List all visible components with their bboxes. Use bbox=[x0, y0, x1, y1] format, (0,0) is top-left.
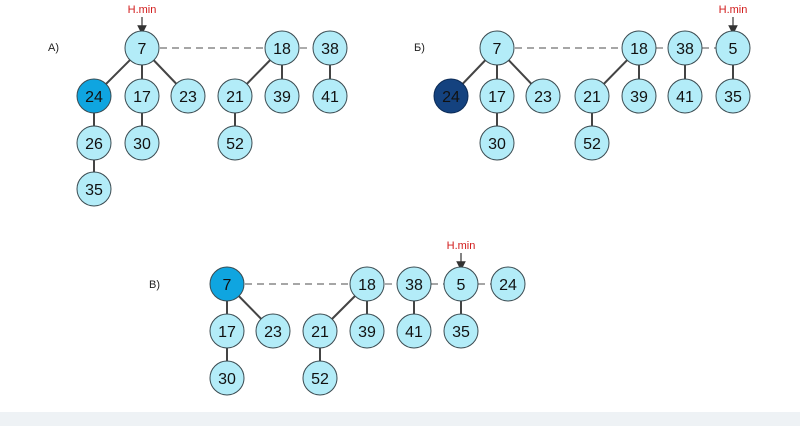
node-52: 52 bbox=[574, 125, 610, 161]
node-35: 35 bbox=[76, 171, 112, 207]
svg-text:18: 18 bbox=[358, 277, 376, 294]
svg-text:24: 24 bbox=[85, 89, 103, 106]
node-41: 41 bbox=[312, 78, 348, 114]
node-52: 52 bbox=[302, 360, 338, 396]
svg-text:21: 21 bbox=[311, 324, 329, 341]
node-17: 17 bbox=[124, 78, 160, 114]
svg-text:39: 39 bbox=[630, 89, 648, 106]
node-23: 23 bbox=[170, 78, 206, 114]
panel-a: А) H.min 7 18 38 bbox=[48, 4, 348, 207]
svg-text:39: 39 bbox=[358, 324, 376, 341]
node-35: 35 bbox=[715, 78, 751, 114]
panel-a-nodes: 7 18 38 24 17 23 21 39 41 26 30 52 35 bbox=[76, 30, 348, 207]
node-30: 30 bbox=[209, 360, 245, 396]
node-35: 35 bbox=[443, 313, 479, 349]
panel-b-nodes: 7 18 38 5 24 17 23 21 39 41 35 30 52 bbox=[433, 30, 751, 161]
node-21: 21 bbox=[574, 78, 610, 114]
node-7: 7 bbox=[124, 30, 160, 66]
node-7: 7 bbox=[479, 30, 515, 66]
svg-text:30: 30 bbox=[488, 136, 506, 153]
node-38: 38 bbox=[396, 266, 432, 302]
panel-b-label: Б) bbox=[414, 42, 425, 54]
node-5: 5 bbox=[715, 30, 751, 66]
svg-text:5: 5 bbox=[457, 277, 466, 294]
node-39: 39 bbox=[349, 313, 385, 349]
panel-b-hmin-label: H.min bbox=[719, 4, 748, 16]
node-39: 39 bbox=[621, 78, 657, 114]
svg-text:17: 17 bbox=[218, 324, 236, 341]
node-38: 38 bbox=[667, 30, 703, 66]
svg-text:35: 35 bbox=[452, 324, 470, 341]
svg-text:18: 18 bbox=[630, 41, 648, 58]
svg-text:23: 23 bbox=[264, 324, 282, 341]
node-24: 24 bbox=[433, 78, 469, 114]
node-41: 41 bbox=[667, 78, 703, 114]
node-26: 26 bbox=[76, 125, 112, 161]
svg-text:39: 39 bbox=[273, 89, 291, 106]
svg-text:52: 52 bbox=[583, 136, 601, 153]
svg-text:38: 38 bbox=[321, 41, 339, 58]
node-17: 17 bbox=[209, 313, 245, 349]
svg-text:7: 7 bbox=[223, 277, 232, 294]
svg-text:41: 41 bbox=[321, 89, 339, 106]
node-17: 17 bbox=[479, 78, 515, 114]
node-21: 21 bbox=[217, 78, 253, 114]
fibonacci-heap-diagram: А) H.min 7 18 38 bbox=[48, 4, 751, 396]
svg-text:24: 24 bbox=[499, 277, 517, 294]
svg-text:18: 18 bbox=[273, 41, 291, 58]
panel-a-label: А) bbox=[48, 42, 59, 54]
svg-text:23: 23 bbox=[179, 89, 197, 106]
svg-text:21: 21 bbox=[583, 89, 601, 106]
svg-text:52: 52 bbox=[226, 136, 244, 153]
svg-text:38: 38 bbox=[676, 41, 694, 58]
node-5: 5 bbox=[443, 266, 479, 302]
svg-text:38: 38 bbox=[405, 277, 423, 294]
svg-text:17: 17 bbox=[133, 89, 151, 106]
svg-text:21: 21 bbox=[226, 89, 244, 106]
bottom-strip bbox=[0, 412, 800, 426]
svg-text:35: 35 bbox=[85, 182, 103, 199]
svg-text:26: 26 bbox=[85, 136, 103, 153]
node-24: 24 bbox=[490, 266, 526, 302]
panel-c: В) H.min 7 18 38 bbox=[149, 240, 526, 396]
node-39: 39 bbox=[264, 78, 300, 114]
panel-c-nodes: 7 18 38 5 24 17 23 21 39 41 35 30 52 bbox=[209, 266, 526, 396]
svg-text:52: 52 bbox=[311, 371, 329, 388]
node-30: 30 bbox=[124, 125, 160, 161]
panel-b: Б) H.min 7 18 38 bbox=[414, 4, 751, 161]
heap-diagram-svg: А) H.min 7 18 38 bbox=[48, 4, 751, 396]
node-52: 52 bbox=[217, 125, 253, 161]
node-30: 30 bbox=[479, 125, 515, 161]
node-21: 21 bbox=[302, 313, 338, 349]
panel-c-hmin-label: H.min bbox=[447, 240, 476, 252]
node-23: 23 bbox=[255, 313, 291, 349]
node-24: 24 bbox=[76, 78, 112, 114]
svg-text:35: 35 bbox=[724, 89, 742, 106]
svg-text:30: 30 bbox=[133, 136, 151, 153]
svg-text:5: 5 bbox=[729, 41, 738, 58]
svg-text:17: 17 bbox=[488, 89, 506, 106]
node-18: 18 bbox=[264, 30, 300, 66]
node-18: 18 bbox=[621, 30, 657, 66]
svg-text:7: 7 bbox=[493, 41, 502, 58]
panel-a-tree-edges bbox=[93, 47, 331, 189]
node-38: 38 bbox=[312, 30, 348, 66]
node-41: 41 bbox=[396, 313, 432, 349]
panel-c-label: В) bbox=[149, 279, 160, 291]
svg-text:23: 23 bbox=[534, 89, 552, 106]
panel-a-hmin-label: H.min bbox=[128, 4, 157, 16]
svg-text:30: 30 bbox=[218, 371, 236, 388]
svg-text:41: 41 bbox=[676, 89, 694, 106]
svg-text:41: 41 bbox=[405, 324, 423, 341]
node-23: 23 bbox=[525, 78, 561, 114]
node-7: 7 bbox=[209, 266, 245, 302]
svg-text:7: 7 bbox=[138, 41, 147, 58]
svg-text:24: 24 bbox=[442, 89, 460, 106]
node-18: 18 bbox=[349, 266, 385, 302]
